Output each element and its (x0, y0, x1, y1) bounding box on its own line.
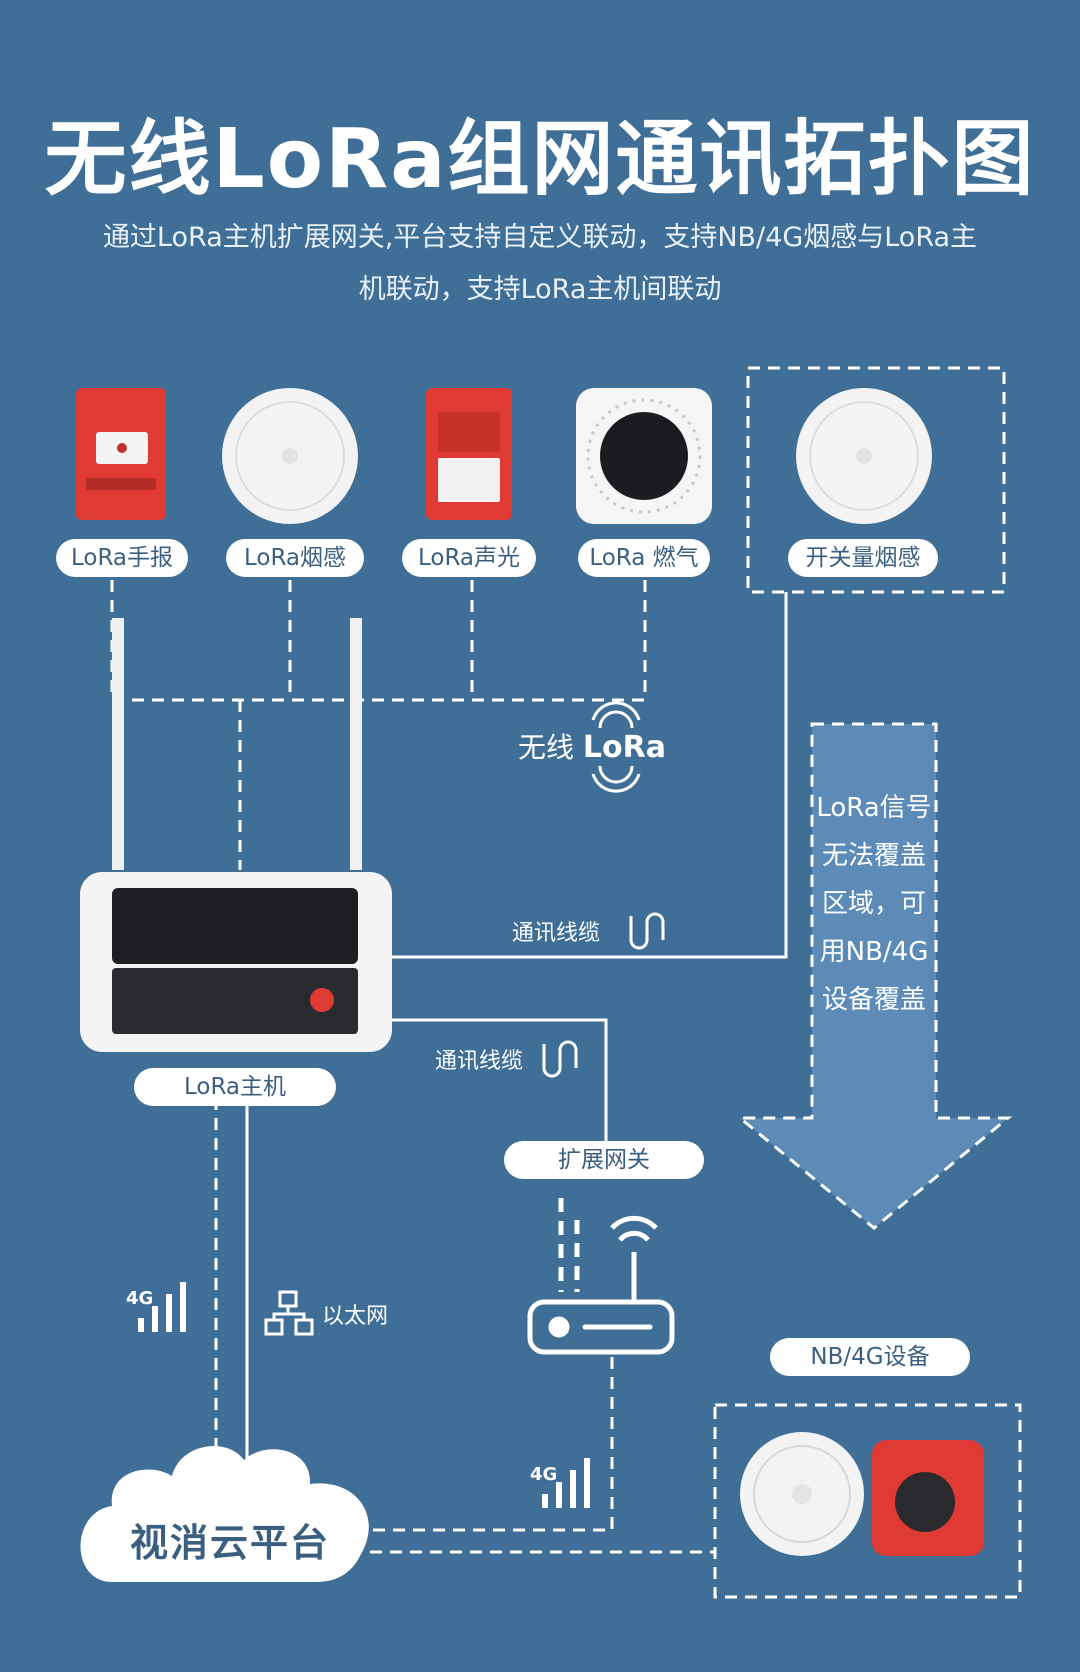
signal-4g-right-icon (542, 1458, 590, 1508)
host-label: LoRa主机 (134, 1068, 336, 1106)
manual-alarm-icon (76, 388, 166, 520)
nb-red-device-icon (872, 1440, 984, 1556)
gateway-label: 扩展网关 (504, 1141, 704, 1179)
lora-brand-text: LoRa (582, 730, 666, 765)
device-label-manual-alarm: LoRa手报 (56, 539, 188, 577)
signal-4g-left-icon (138, 1282, 186, 1332)
page-title: 无线LoRa组网通讯拓扑图 (44, 112, 1036, 207)
wireless-text: 无线 (518, 731, 575, 764)
gas-detector-icon (576, 388, 712, 524)
cable-links (245, 592, 788, 1465)
coverage-arrow (735, 722, 1013, 1230)
page-subtitle: 通过LoRa主机扩展网关,平台支持自定义联动，支持NB/4G烟感与LoRa主机联… (102, 222, 978, 305)
dashed-links (110, 366, 1022, 1599)
ethernet-icon (264, 1290, 314, 1336)
cloud-shape (80, 1446, 369, 1582)
nb-devices-label: NB/4G设备 (770, 1338, 970, 1376)
cable-icon-1 (629, 912, 665, 950)
device-label-smoke: LoRa烟感 (226, 539, 364, 577)
signal-4g-left-label: 4G (126, 1288, 154, 1309)
sound-light-alarm-icon (426, 388, 512, 520)
cloud-platform-label: 视消云平台 (129, 1521, 330, 1565)
cable-label-1: 通讯线缆 (512, 921, 601, 946)
nb-smoke-detector-icon (740, 1432, 864, 1556)
coverage-note: LoRa信号无法覆盖区域，可用NB/4G设备覆盖 (816, 793, 932, 1015)
switch-smoke-detector-icon (796, 388, 932, 524)
lora-wave-icon (591, 701, 641, 793)
smoke-detector-icon (222, 388, 358, 524)
device-label-sound-light: LoRa声光 (402, 539, 536, 577)
gateway-router-icon (527, 1198, 675, 1355)
wireless-lora-label: 无线 LoRa (518, 726, 666, 766)
device-label-gas: LoRa 燃气 (578, 539, 710, 577)
cable-label-2: 通讯线缆 (435, 1049, 524, 1074)
cable-icon-2 (542, 1040, 578, 1078)
lora-host-icon (80, 618, 392, 1052)
signal-4g-right-label: 4G (530, 1464, 558, 1485)
device-label-switch-smoke: 开关量烟感 (788, 539, 938, 577)
ethernet-label: 以太网 (322, 1304, 389, 1329)
